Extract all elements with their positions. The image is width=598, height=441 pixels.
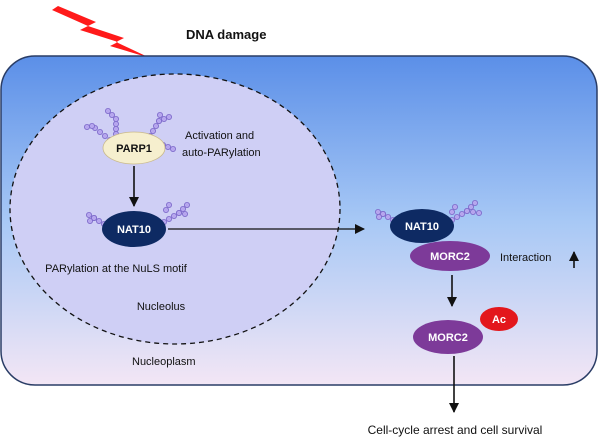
outcome-label: Cell-cycle arrest and cell survival xyxy=(368,423,543,437)
par-bead xyxy=(169,145,176,152)
parp1-protein: PARP1 xyxy=(102,131,166,165)
morc2-acetylated-label: MORC2 xyxy=(428,332,468,344)
par-bead xyxy=(379,210,386,217)
nat10-nucleolar-label: NAT10 xyxy=(117,224,151,236)
activation-label-line1: Activation and xyxy=(185,130,254,142)
par-bead xyxy=(471,199,478,206)
par-bead xyxy=(102,132,109,139)
par-bead xyxy=(183,201,190,208)
par-bead xyxy=(89,123,96,130)
par-bead xyxy=(384,213,391,220)
nucleolus-label: Nucleolus xyxy=(137,301,186,313)
morc2-acetylated-protein: MORC2 xyxy=(413,320,483,354)
par-bead xyxy=(179,205,186,212)
par-bead xyxy=(458,210,465,217)
par-bead xyxy=(86,211,93,218)
parp1-label: PARP1 xyxy=(116,143,152,155)
par-bead xyxy=(96,217,103,224)
par-bead xyxy=(448,208,455,215)
par-bead xyxy=(453,213,460,220)
par-bead xyxy=(165,215,172,222)
par-bead xyxy=(170,212,177,219)
acetyl-label: Ac xyxy=(492,314,506,326)
nat10-nucleolar-protein: NAT10 xyxy=(102,211,166,247)
par-bead xyxy=(463,207,470,214)
lightning-bolt-icon xyxy=(52,6,150,58)
par-bead xyxy=(113,126,120,133)
par-bead xyxy=(91,214,98,221)
nat10-nucleoplasmic-protein: NAT10 xyxy=(390,209,454,243)
par-bead xyxy=(105,108,112,115)
par-bead xyxy=(469,208,476,215)
par-bead xyxy=(84,124,91,131)
par-bead xyxy=(162,206,169,213)
par-bead xyxy=(164,143,171,150)
par-bead xyxy=(475,209,482,216)
par-bead xyxy=(451,203,458,210)
activation-label-line2: auto-PARylation xyxy=(182,147,261,159)
par-bead xyxy=(165,114,172,121)
parylation-label: PARylation at the NuLS motif xyxy=(45,263,188,275)
nat10-nucleoplasmic-label: NAT10 xyxy=(405,221,439,233)
par-bead xyxy=(165,201,172,208)
nucleolus-compartment xyxy=(9,73,341,345)
dna-damage-label: DNA damage xyxy=(186,27,266,42)
par-bead xyxy=(181,210,188,217)
par-bead xyxy=(152,123,159,130)
acetyl-badge: Ac xyxy=(480,307,518,331)
par-bead xyxy=(109,112,116,119)
par-bead xyxy=(87,217,94,224)
par-bead xyxy=(156,112,163,119)
par-bead xyxy=(375,213,382,220)
morc2-bound-protein: MORC2 xyxy=(410,241,490,271)
nucleoplasm-label: Nucleoplasm xyxy=(132,356,196,368)
par-bead xyxy=(374,208,381,215)
par-bead xyxy=(149,127,156,134)
par-bead xyxy=(467,203,474,210)
morc2-bound-label: MORC2 xyxy=(430,251,470,263)
par-bead xyxy=(113,116,120,123)
par-bead xyxy=(113,121,120,128)
par-bead xyxy=(160,116,167,123)
interaction-label: Interaction xyxy=(500,252,551,264)
par-bead xyxy=(97,128,104,135)
par-bead xyxy=(155,118,162,125)
par-bead xyxy=(175,209,182,216)
